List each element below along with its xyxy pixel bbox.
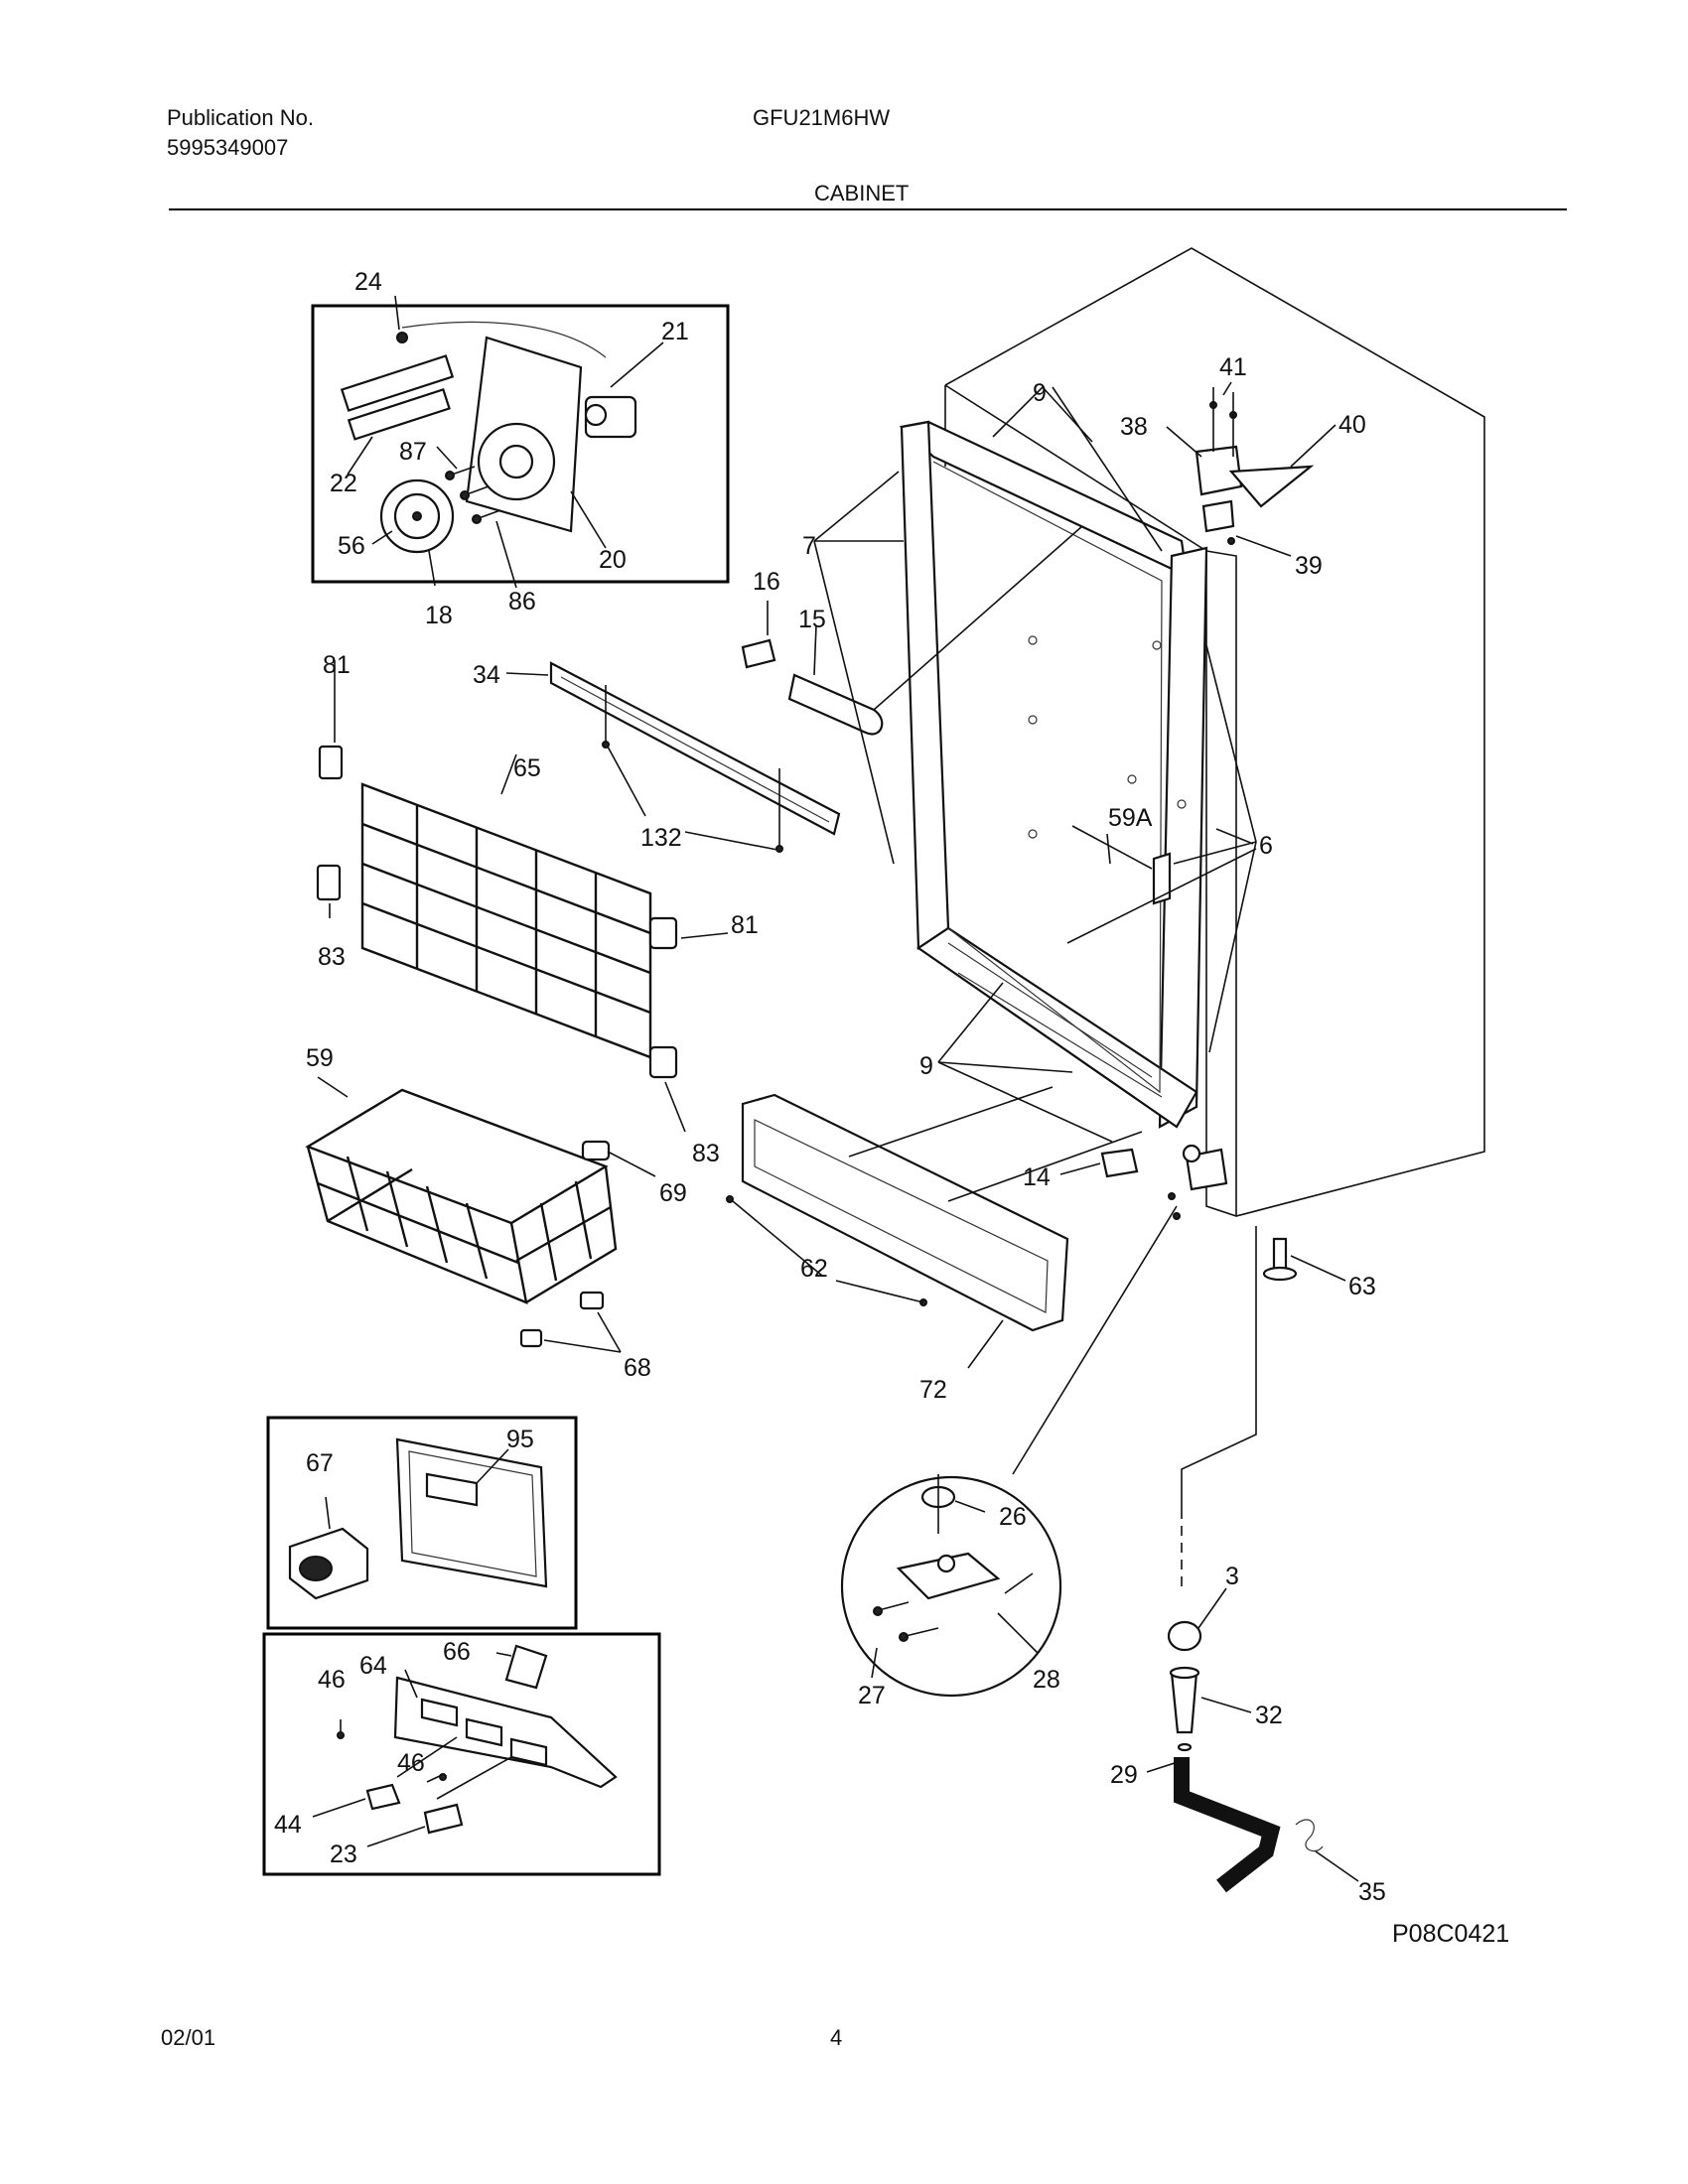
wire-shelf <box>316 660 729 1133</box>
callout-46a: 46 <box>318 1666 346 1694</box>
fan-assembly-inset <box>311 295 730 589</box>
callout-86: 86 <box>508 588 536 615</box>
model-number: GFU21M6HW <box>753 105 891 130</box>
callout-81a: 81 <box>323 651 351 679</box>
callout-7: 7 <box>802 532 816 560</box>
callout-65: 65 <box>513 754 541 782</box>
callout-22: 22 <box>330 470 357 497</box>
callout-68: 68 <box>624 1354 651 1382</box>
callout-18: 18 <box>425 602 453 629</box>
callout-14: 14 <box>1023 1163 1051 1191</box>
callout-87: 87 <box>399 438 427 466</box>
callout-6: 6 <box>1259 832 1273 860</box>
callout-29: 29 <box>1110 1761 1138 1789</box>
hinge-detail <box>840 1474 1062 1698</box>
callout-9b: 9 <box>919 1052 933 1080</box>
page-number: 4 <box>830 2025 843 2050</box>
section-title: CABINET <box>814 181 910 205</box>
callout-66: 66 <box>443 1638 471 1666</box>
callout-95: 95 <box>506 1426 534 1453</box>
drain-path <box>1012 1205 1257 1588</box>
callout-23: 23 <box>330 1841 357 1868</box>
callout-63: 63 <box>1348 1273 1376 1300</box>
wire-basket <box>305 1076 656 1353</box>
callout-132: 132 <box>640 824 682 852</box>
shelf-rail <box>505 661 841 853</box>
callout-34: 34 <box>473 661 500 689</box>
callout-16: 16 <box>753 568 780 596</box>
callout-69: 69 <box>659 1179 687 1207</box>
callout-83b: 83 <box>692 1140 720 1167</box>
callout-44: 44 <box>274 1811 302 1839</box>
callout-21: 21 <box>661 318 689 345</box>
callout-72: 72 <box>919 1376 947 1404</box>
switch-housing-inset <box>262 1632 661 1876</box>
callout-32: 32 <box>1255 1702 1283 1729</box>
callout-28: 28 <box>1033 1666 1060 1694</box>
figure-code: P08C0421 <box>1392 1920 1509 1948</box>
callout-35: 35 <box>1358 1878 1386 1906</box>
callout-62: 62 <box>800 1255 828 1283</box>
footer-date: 02/01 <box>161 2025 216 2050</box>
cabinet-body <box>741 247 1485 1282</box>
callout-64: 64 <box>359 1652 387 1680</box>
callout-20: 20 <box>599 546 627 574</box>
publication-label: Publication No. <box>167 105 314 130</box>
callout-67: 67 <box>306 1449 334 1477</box>
control-inset <box>266 1416 578 1630</box>
callout-3: 3 <box>1225 1563 1239 1590</box>
grille-72 <box>726 1086 1143 1369</box>
callout-83a: 83 <box>318 943 346 971</box>
callout-15: 15 <box>798 606 826 633</box>
callout-56: 56 <box>338 532 365 560</box>
callout-26: 26 <box>999 1503 1027 1531</box>
callout-41: 41 <box>1219 353 1247 381</box>
publication-number: 5995349007 <box>167 135 289 160</box>
callout-59A: 59A <box>1108 804 1153 832</box>
callout-27: 27 <box>858 1682 886 1709</box>
callout-38: 38 <box>1120 413 1148 441</box>
header-rule <box>169 208 1567 210</box>
callout-24: 24 <box>354 268 382 296</box>
callout-9a: 9 <box>1033 379 1047 407</box>
callout-39: 39 <box>1295 552 1323 580</box>
callout-labels: 24 21 87 22 56 20 18 86 81 34 65 132 83 … <box>274 268 1386 1906</box>
callout-40: 40 <box>1338 411 1366 439</box>
callout-46b: 46 <box>397 1749 425 1777</box>
callout-59: 59 <box>306 1044 334 1072</box>
drain-parts <box>1146 1587 1359 1893</box>
callout-81b: 81 <box>731 911 759 939</box>
